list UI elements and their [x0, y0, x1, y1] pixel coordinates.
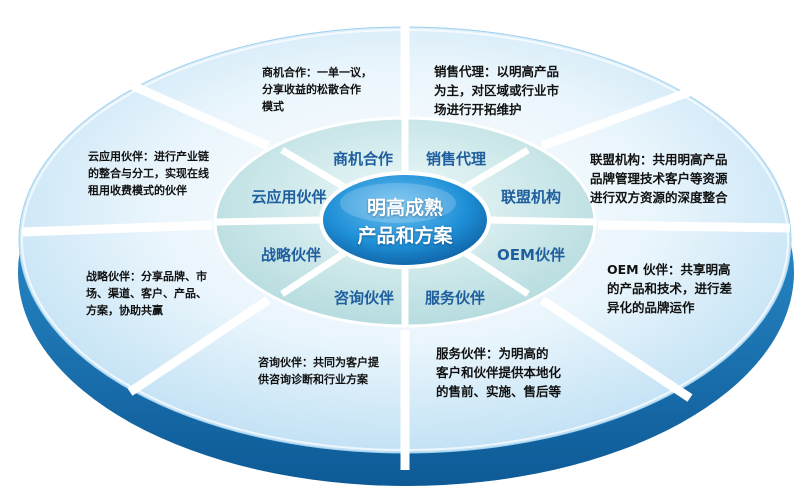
ring-label-cloud[interactable]: 云应用伙伴	[251, 188, 327, 206]
ring-divider-3	[488, 216, 596, 226]
hub-label: 明高成熟 产品和方案	[330, 192, 480, 252]
desc-service: 服务伙伴：为明高的客户和伙伴提供本地化的售前、实施、售后等	[436, 346, 562, 399]
ring-divider-7	[462, 249, 530, 297]
ring-label-service[interactable]: 服务伙伴	[424, 289, 485, 307]
outer-divider-3	[597, 220, 791, 233]
outer-divider-2	[21, 220, 213, 237]
outer-divider-7	[539, 296, 693, 402]
ring-label-alliance[interactable]: 联盟机构	[500, 188, 561, 206]
hub-line-1: 明高成熟	[366, 197, 443, 219]
ring-divider-5	[462, 146, 530, 192]
ring-divider-2	[214, 216, 322, 226]
desc-cloud: 云应用伙伴：进行产业链的整合与分工，实现在线租用收费模式的伙伴	[88, 150, 209, 197]
desc-consult: 咨询伙伴：共同为客户提供咨询诊断和行业方案	[258, 356, 379, 386]
ring-label-sales[interactable]: 销售代理	[425, 150, 486, 168]
ring-sector-dividers	[214, 118, 596, 326]
ring-divider-6	[280, 249, 348, 297]
ring-divider-4	[280, 146, 348, 192]
ring-label-biz[interactable]: 商机合作	[332, 150, 393, 168]
hub-ellipse	[319, 171, 491, 269]
outer-divider-6	[127, 296, 271, 396]
ring-label-oem[interactable]: OEM伙伴	[497, 246, 565, 264]
hub-line-2: 产品和方案	[357, 225, 453, 247]
desc-oem: OEM 伙伴：共享明高的产品和技术，进行差异化的品牌运作	[607, 262, 733, 315]
desc-alliance: 联盟机构：共用明高产品品牌管理技术客户等资源进行双方资源的深度整合	[590, 152, 728, 205]
desc-sales: 销售代理：以明高产品为主，对区域或行业市场进行开拓维护	[434, 64, 560, 117]
outer-divider-4	[118, 75, 270, 151]
desc-biz: 商机合作：一单一议，分享收益的松散合作模式	[262, 66, 372, 113]
desc-strategy: 战略伙伴：分享品牌、市场、渠道、客户、产品、方案，协助共赢	[86, 270, 207, 317]
outer-divider-5	[540, 83, 702, 151]
ring-label-consult[interactable]: 咨询伙伴	[333, 289, 394, 307]
hub-highlight	[340, 183, 456, 223]
outer-sector-dividers	[21, 18, 791, 470]
ring-label-strategy[interactable]: 战略伙伴	[260, 246, 321, 264]
